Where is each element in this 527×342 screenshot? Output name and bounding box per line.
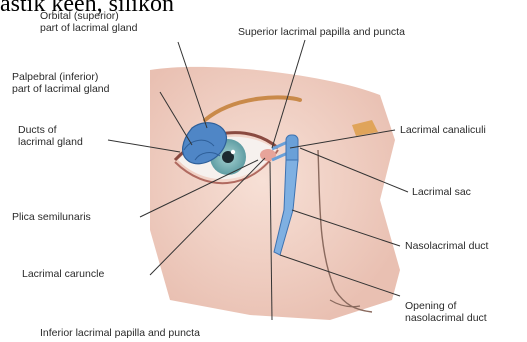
label-plica-semilunaris: Plica semilunaris [12, 211, 91, 223]
eye-highlight [231, 150, 235, 154]
label-palpebral-part: Palpebral (inferior) part of lacrimal gl… [12, 71, 109, 95]
label-superior-papilla: Superior lacrimal papilla and puncta [238, 26, 405, 38]
label-orbital-part: Orbital (superior) part of lacrimal glan… [40, 10, 137, 34]
label-ducts-lacrimal-gland: Ducts of lacrimal gland [18, 124, 83, 148]
label-lacrimal-canaliculi: Lacrimal canaliculi [400, 124, 486, 136]
label-lacrimal-caruncle: Lacrimal caruncle [22, 268, 104, 280]
label-lacrimal-sac: Lacrimal sac [412, 186, 471, 198]
label-opening-nasolacrimal-duct: Opening of nasolacrimal duct [405, 300, 487, 324]
face-skin [150, 67, 400, 320]
label-inferior-papilla: Inferior lacrimal papilla and puncta [40, 327, 200, 339]
label-nasolacrimal-duct: Nasolacrimal duct [405, 240, 488, 252]
